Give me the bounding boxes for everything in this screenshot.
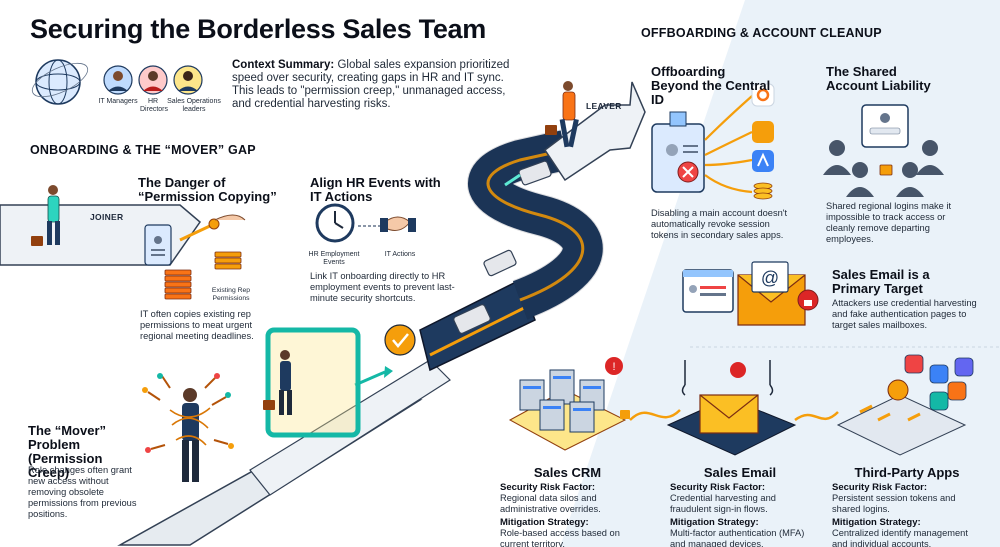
section-title-onboarding: ONBOARDING & THE “MOVER” GAP bbox=[30, 143, 256, 157]
joiner-person bbox=[31, 185, 60, 246]
system-email-risk: Credential harvesting and fraudulent sig… bbox=[670, 493, 776, 514]
beyond-id-body: Disabling a main account doesn't automat… bbox=[651, 208, 788, 240]
align-body: Link IT onboarding directly to HR employ… bbox=[310, 271, 455, 303]
role-caption-it: IT Managers bbox=[98, 98, 138, 105]
mover-heading: The “Mover” Problem (Permission Creep) bbox=[28, 423, 107, 480]
system-crm-mitigation-label: Mitigation Strategy: bbox=[500, 517, 589, 528]
system-crm-risk: Regional data silos and administrative o… bbox=[500, 493, 601, 514]
system-third-party-mitigation: Centralized identify management and indi… bbox=[832, 528, 968, 547]
third-party-art bbox=[836, 354, 974, 456]
permission-copying-body: IT often copies existing rep permissions… bbox=[140, 309, 254, 341]
leaver-tag: LEAVER bbox=[586, 101, 622, 111]
section-title-offboarding: OFFBOARDING & ACCOUNT CLEANUP bbox=[641, 26, 882, 40]
system-email-name: Sales Email bbox=[703, 465, 777, 480]
crm-servers-art: ! bbox=[508, 357, 630, 451]
system-email: Sales Email Security Risk Factor: Creden… bbox=[670, 466, 810, 547]
it-actions-label: IT Actions bbox=[384, 251, 416, 258]
system-email-risk-label: Security Risk Factor: bbox=[670, 482, 766, 493]
leaver-person bbox=[545, 81, 579, 148]
mover-tangled-person bbox=[142, 373, 234, 482]
system-crm-risk-label: Security Risk Factor: bbox=[500, 482, 596, 493]
svg-text:@: @ bbox=[761, 268, 779, 288]
email-platform-art bbox=[666, 360, 797, 456]
email-target-body: Attackers use credential harvesting and … bbox=[832, 298, 977, 330]
system-crm: Sales CRM Security Risk Factor: Regional… bbox=[500, 466, 635, 547]
permission-copying-heading: The Danger of “Permission Copying” bbox=[138, 175, 277, 204]
system-crm-name: Sales CRM bbox=[533, 465, 602, 480]
email-target-heading: Sales Email is a Primary Target bbox=[832, 267, 930, 296]
id-badge-art bbox=[651, 83, 775, 200]
system-email-mitigation-label: Mitigation Strategy: bbox=[670, 517, 759, 528]
joiner-tag: JOINER bbox=[90, 212, 124, 222]
globe-icon bbox=[31, 59, 89, 105]
mover-body: Role changes often grant new access with… bbox=[28, 465, 137, 519]
system-third-party-risk: Persistent session tokens and shared log… bbox=[832, 493, 956, 514]
system-third-party-risk-label: Security Risk Factor: bbox=[832, 482, 928, 493]
shared-body: Shared regional logins make it impossibl… bbox=[826, 201, 952, 244]
role-caption-sales-ops: Sales Operations leaders bbox=[167, 98, 221, 113]
context-summary-text: Global sales expansion prioritized speed… bbox=[232, 59, 510, 110]
page-title: Securing the Borderless Sales Team bbox=[30, 14, 486, 44]
clock-icon bbox=[315, 203, 355, 243]
shared-heading: The Shared Account Liability bbox=[826, 64, 931, 93]
role-avatars bbox=[103, 65, 203, 95]
existing-permissions-caption: Existing Rep Permissions bbox=[211, 287, 251, 302]
context-summary: Context Summary: Global sales expansion … bbox=[232, 59, 522, 111]
role-caption-hr: HR Directors bbox=[140, 98, 169, 113]
hr-events-label: HR Employment Events bbox=[308, 251, 360, 266]
shared-account-art bbox=[823, 104, 944, 197]
system-third-party-mitigation-label: Mitigation Strategy: bbox=[832, 517, 921, 528]
permission-copy-art bbox=[144, 214, 246, 300]
door-walker-person bbox=[263, 350, 292, 415]
svg-text:!: ! bbox=[612, 361, 615, 373]
system-third-party-name: Third-Party Apps bbox=[854, 465, 960, 480]
beyond-id-heading: Offboarding Beyond the Central ID bbox=[651, 64, 771, 107]
align-heading: Align HR Events with IT Actions bbox=[310, 175, 441, 204]
system-email-mitigation: Multi-factor authentication (MFA) and ma… bbox=[670, 528, 805, 547]
system-crm-mitigation: Role-based access based on current terri… bbox=[500, 528, 620, 547]
phishing-art: @ bbox=[682, 261, 819, 326]
handshake-icon bbox=[380, 216, 416, 232]
context-summary-label: Context Summary: bbox=[232, 59, 335, 71]
system-third-party: Third-Party Apps Security Risk Factor: P… bbox=[832, 466, 982, 547]
